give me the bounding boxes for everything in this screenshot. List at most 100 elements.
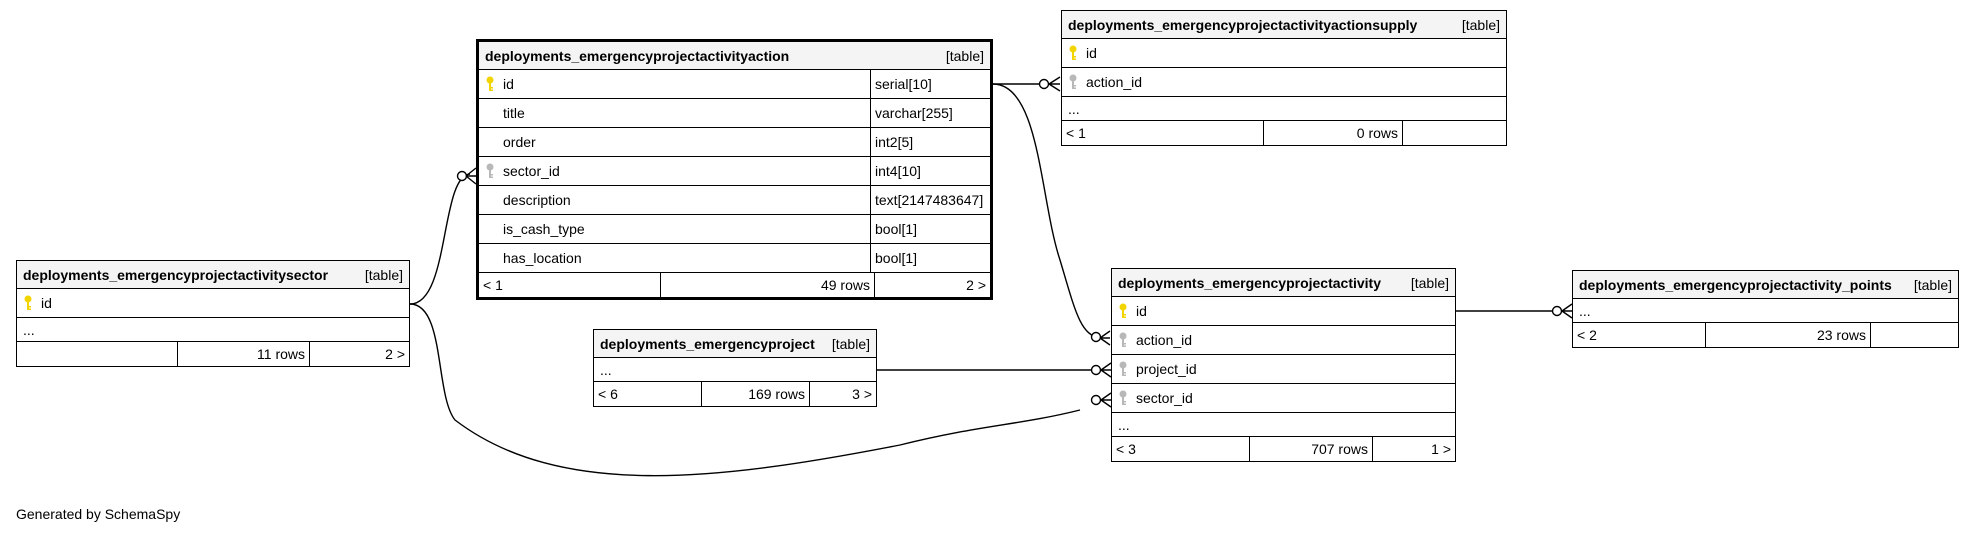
table-header: deployments_emergencyprojectactivityacti…: [479, 42, 990, 70]
column-row[interactable]: sector_id: [1112, 384, 1455, 413]
table-header: deployments_emergencyprojectactivity [ta…: [1112, 269, 1455, 297]
column-type: text[2147483647]: [870, 186, 990, 214]
column-type: bool[1]: [870, 244, 990, 272]
more-columns-ellipsis: ...: [1112, 413, 1455, 437]
column-name-cell: action_id: [1062, 68, 1506, 96]
table-name: deployments_emergencyprojectactivityacti…: [485, 47, 790, 64]
zero-marker-supply-action: [1038, 78, 1050, 90]
generated-by-footer: Generated by SchemaSpy: [16, 506, 181, 522]
column-name: sector_id: [1136, 390, 1193, 406]
column-row[interactable]: project_id: [1112, 355, 1455, 384]
table-action[interactable]: deployments_emergencyprojectactivityacti…: [476, 39, 993, 300]
table-sector[interactable]: deployments_emergencyprojectactivitysect…: [16, 260, 410, 367]
row-count: 11 rows: [178, 342, 310, 366]
blank-key-slot: [485, 192, 499, 208]
zero-marker-action-sector: [456, 170, 468, 182]
row-count: 707 rows: [1250, 437, 1373, 461]
column-name-cell: description: [479, 186, 870, 214]
table-type: [table]: [831, 335, 870, 352]
column-name: id: [41, 295, 52, 311]
column-row[interactable]: has_location bool[1]: [479, 244, 990, 273]
blank-key-slot: [485, 221, 499, 237]
column-type: int4[10]: [870, 157, 990, 185]
table-type: [table]: [1461, 16, 1500, 33]
blank-key-slot: [485, 105, 499, 121]
table-footer: < 1 0 rows: [1062, 121, 1506, 145]
table-header: deployments_emergencyprojectactivity_poi…: [1573, 271, 1958, 299]
column-list: id action_id project_id sector_id: [1112, 297, 1455, 413]
table-footer: 11 rows 2 >: [17, 342, 409, 366]
column-name-cell: sector_id: [479, 157, 870, 185]
column-name: project_id: [1136, 361, 1197, 377]
column-name: order: [503, 134, 536, 150]
crowfoot-activity-action: [1099, 330, 1111, 346]
children-count[interactable]: 1 >: [1431, 441, 1451, 457]
primary-key-icon: [1118, 303, 1132, 319]
column-row[interactable]: id: [1062, 39, 1506, 68]
children-count[interactable]: 2 >: [966, 277, 986, 293]
column-list: id action_id: [1062, 39, 1506, 97]
table-name: deployments_emergencyprojectactivity_poi…: [1579, 276, 1892, 293]
crowfoot-points-activity: [1561, 303, 1573, 319]
parents-count[interactable]: < 3: [1112, 437, 1250, 461]
row-count: 0 rows: [1264, 121, 1403, 145]
column-row[interactable]: action_id: [1062, 68, 1506, 97]
column-row[interactable]: action_id: [1112, 326, 1455, 355]
crowfoot-supply-action: [1048, 76, 1061, 92]
children-count[interactable]: 2 >: [385, 346, 405, 362]
row-count: 23 rows: [1706, 323, 1871, 347]
column-row[interactable]: id: [17, 289, 409, 318]
column-name: id: [1136, 303, 1147, 319]
crowfoot-activity-sector: [1100, 392, 1112, 408]
more-columns-ellipsis: ...: [594, 358, 876, 382]
table-activity[interactable]: deployments_emergencyprojectactivity [ta…: [1111, 268, 1456, 462]
table-points[interactable]: deployments_emergencyprojectactivity_poi…: [1572, 270, 1959, 348]
children-count[interactable]: 3 >: [852, 386, 872, 402]
link-sector-to-activity: [409, 303, 1081, 477]
column-name: is_cash_type: [503, 221, 585, 237]
link-sector-to-action: [409, 173, 471, 305]
children-count[interactable]: [1403, 121, 1506, 145]
column-row[interactable]: sector_id int4[10]: [479, 157, 990, 186]
row-count: 49 rows: [661, 273, 875, 297]
primary-key-icon: [1068, 45, 1082, 61]
column-name: id: [1086, 45, 1097, 61]
parents-count[interactable]: < 1: [1062, 121, 1264, 145]
column-name: description: [503, 192, 571, 208]
blank-key-slot: [485, 134, 499, 150]
table-actionsupply[interactable]: deployments_emergencyprojectactivityacti…: [1061, 10, 1507, 146]
column-row[interactable]: description text[2147483647]: [479, 186, 990, 215]
parents-count[interactable]: < 1: [479, 273, 661, 297]
column-name-cell: id: [1112, 297, 1455, 325]
parents-count[interactable]: < 6: [594, 382, 702, 406]
more-columns-ellipsis: ...: [17, 318, 409, 342]
primary-key-icon: [485, 76, 499, 92]
zero-marker-points-activity: [1551, 305, 1563, 317]
column-row[interactable]: id: [1112, 297, 1455, 326]
crowfoot-activity-project: [1100, 362, 1112, 378]
column-name-cell: is_cash_type: [479, 215, 870, 243]
table-type: [table]: [945, 47, 984, 64]
column-name: action_id: [1086, 74, 1143, 90]
column-name: has_location: [503, 250, 582, 266]
blank-key-slot: [485, 250, 499, 266]
column-type: varchar[255]: [870, 99, 990, 127]
more-columns-ellipsis: ...: [1062, 97, 1506, 121]
foreign-key-icon: [485, 163, 499, 179]
table-name: deployments_emergencyprojectactivitysect…: [23, 266, 329, 283]
table-project[interactable]: deployments_emergencyproject [table] ...…: [593, 329, 877, 407]
children-count[interactable]: [1871, 323, 1958, 347]
column-type: serial[10]: [870, 70, 990, 98]
zero-marker-activity-sector: [1090, 394, 1102, 406]
table-name: deployments_emergencyproject: [600, 335, 815, 352]
parents-count[interactable]: < 2: [1573, 323, 1706, 347]
parents-count[interactable]: [17, 342, 178, 366]
row-count: 169 rows: [702, 382, 810, 406]
column-name: sector_id: [503, 163, 560, 179]
